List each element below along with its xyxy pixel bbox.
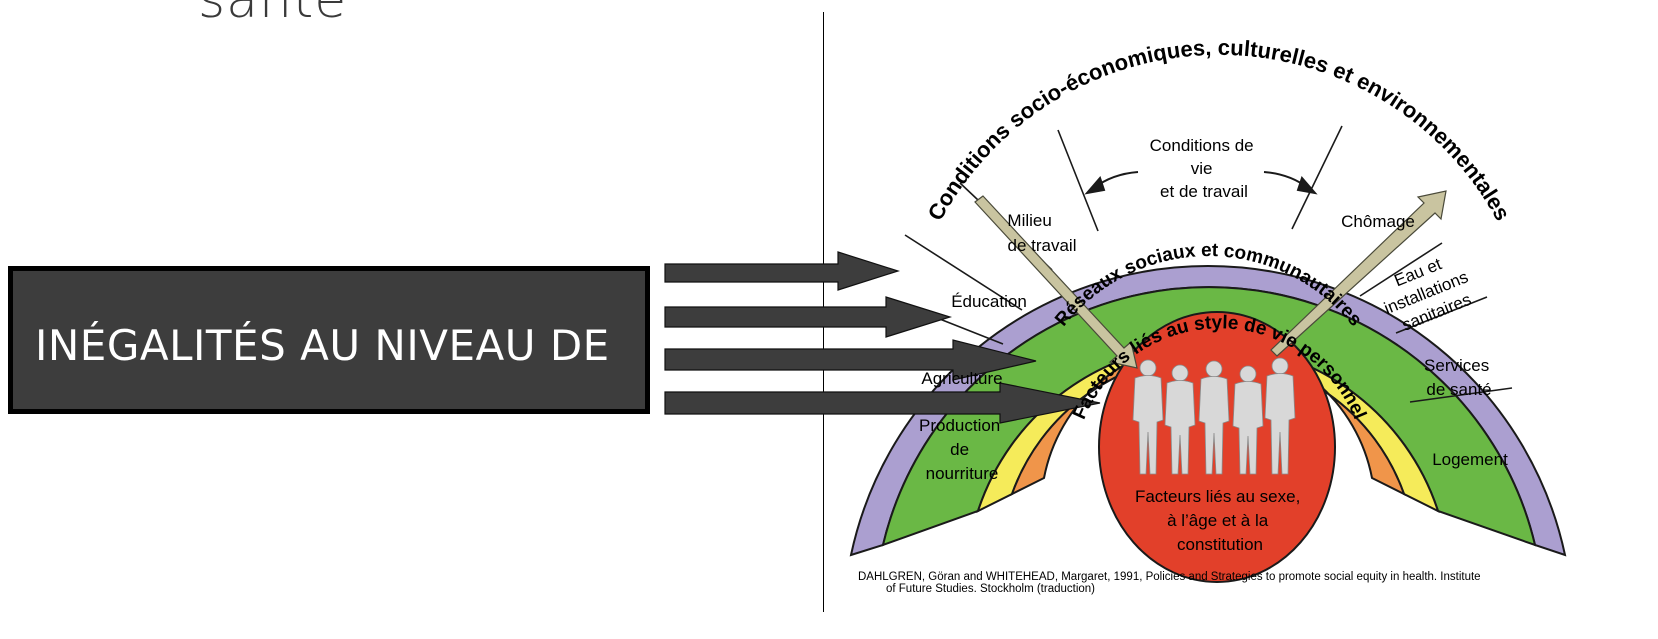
unemployment-label: Chômage: [1341, 212, 1415, 231]
citation-line-2: of Future Studies. Stockholm (traduction…: [886, 583, 1096, 595]
slide-title-fragment: santé: [198, 0, 348, 30]
work-environment-label: Milieu de travail: [1007, 211, 1076, 255]
gray-arrows: [974, 190, 1447, 369]
food-production-label: Production de nourriture: [919, 416, 1005, 483]
health-services-label: Services de santé: [1424, 356, 1494, 399]
people-silhouettes: [1132, 357, 1296, 475]
citation-line-1: DAHLGREN, Göran and WHITEHEAD, Margaret,…: [858, 571, 1481, 583]
inequalities-box-text: INÉGALITÉS AU NIVEAU DE: [35, 321, 610, 370]
core-label: Facteurs liés au sexe, à l’âge et à la c…: [1135, 487, 1305, 554]
living-conditions-label: Conditions de vie et de travail: [1150, 136, 1259, 201]
dark-arrows: [664, 251, 1101, 424]
inequalities-box: INÉGALITÉS AU NIVEAU DE: [8, 266, 650, 414]
citation: DAHLGREN, Göran and WHITEHEAD, Margaret,…: [858, 571, 1650, 595]
agriculture-label: Agriculture: [921, 369, 1002, 388]
curved-arrows: [1084, 171, 1318, 195]
housing-label: Logement: [1432, 450, 1508, 469]
education-label: Éducation: [951, 292, 1027, 311]
